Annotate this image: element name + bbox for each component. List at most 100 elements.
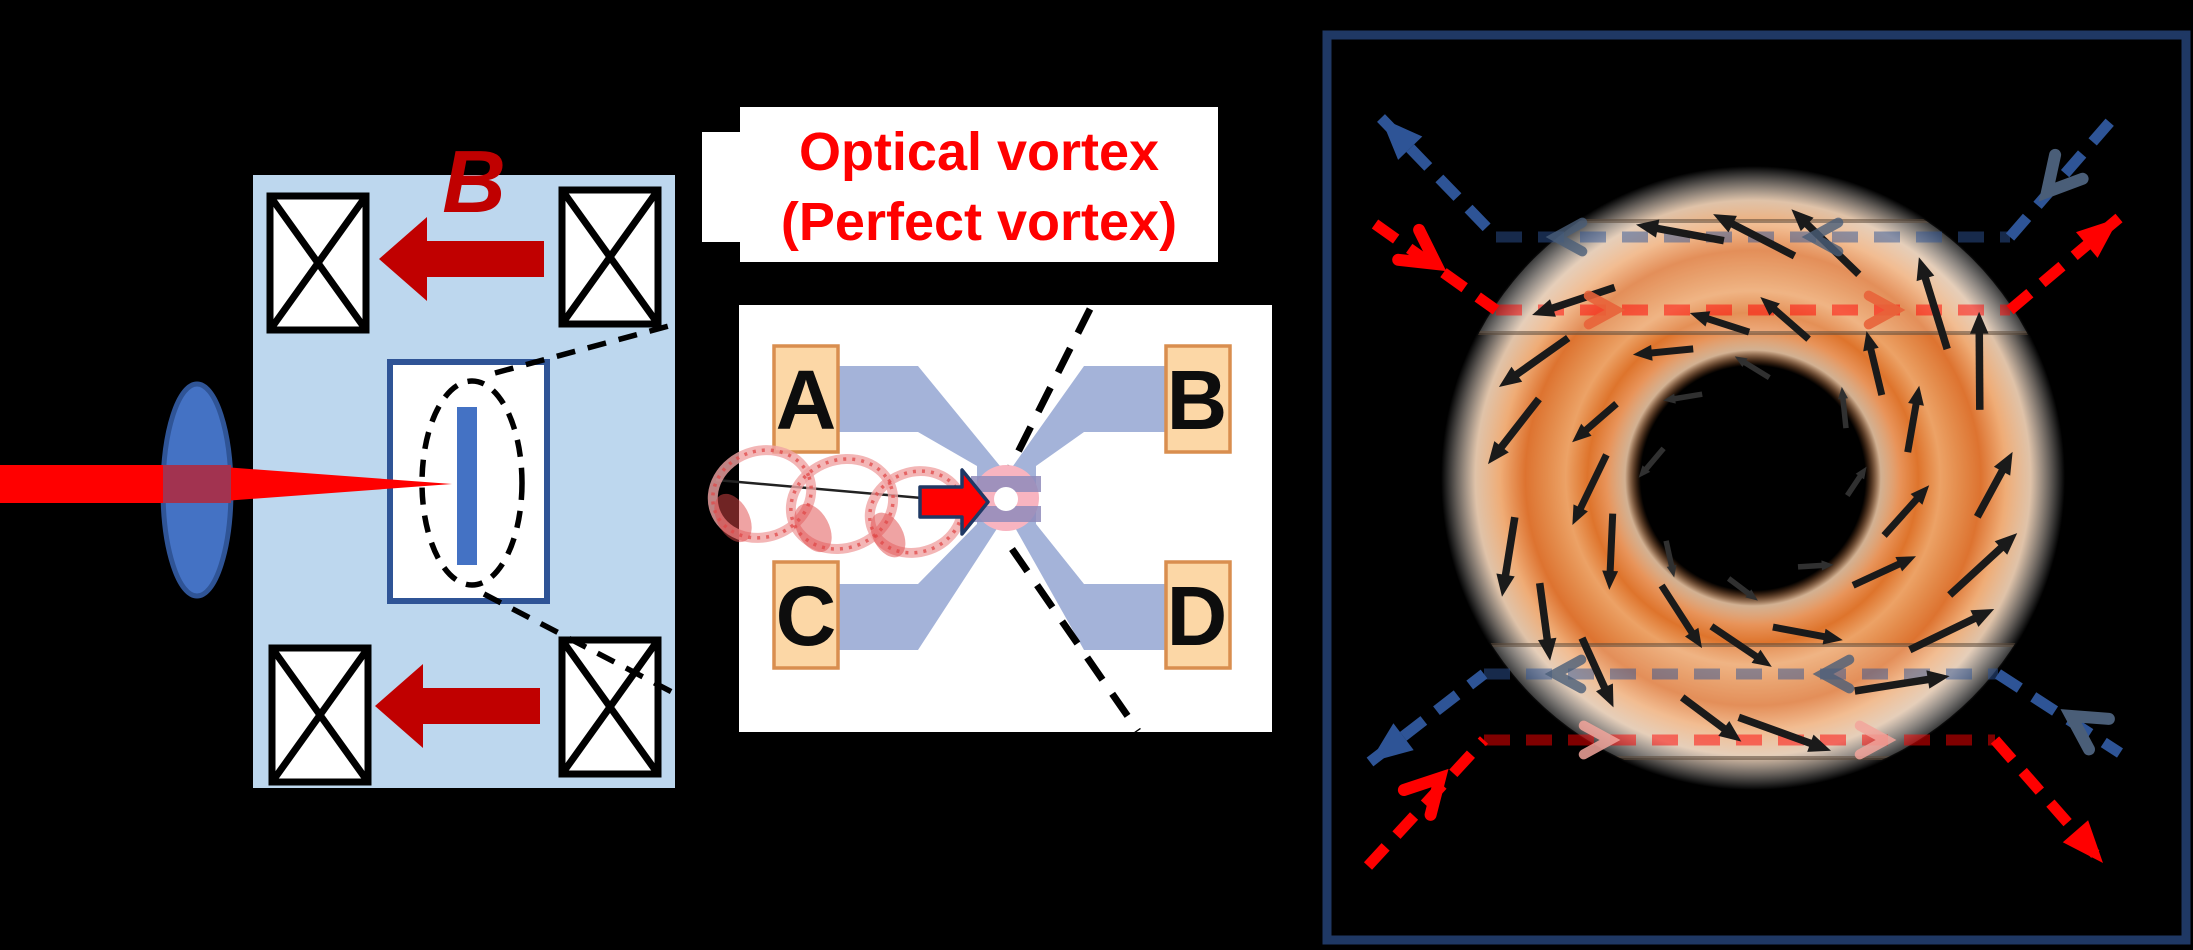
- flow-arrow-head: [1994, 533, 2018, 555]
- port-box-d: D: [1164, 560, 1232, 670]
- flow-arrow: [1647, 223, 1725, 245]
- waveguide-taper-c: [918, 524, 1000, 650]
- path-arrowhead-open: [1578, 720, 1621, 760]
- flow-arrow: [1492, 396, 1542, 457]
- flow-arrow: [1606, 513, 1617, 580]
- flow-arrow-head: [1993, 451, 2013, 476]
- flow-arrow-head: [1713, 214, 1737, 233]
- waveguide-taper-b: [1013, 366, 1084, 466]
- flow-arrow: [1839, 393, 1849, 429]
- flow-arrow-head: [1718, 721, 1742, 742]
- vortex-label-box: Optical vortex (Perfect vortex): [702, 107, 1218, 262]
- ring-waveguide-band-bottom: [971, 506, 1041, 522]
- flow-arrow-head: [1910, 485, 1930, 505]
- flow-arrow-head: [1760, 297, 1780, 316]
- flow-arrow-head: [1791, 209, 1814, 232]
- flow-arrow-head: [1638, 465, 1651, 478]
- flow-arrow: [1679, 694, 1734, 738]
- port-rect: [772, 344, 840, 454]
- b-field-label: B: [442, 132, 506, 231]
- flow-arrow-head: [1572, 423, 1592, 443]
- flow-arrow: [1765, 301, 1811, 342]
- port-label: D: [1167, 569, 1228, 663]
- path-arrowhead-open: [1812, 654, 1855, 694]
- flow-arrow: [1535, 582, 1553, 650]
- port-rect: [1164, 560, 1232, 670]
- port-label: A: [776, 353, 837, 447]
- ring-hole: [994, 487, 1018, 511]
- path-arrowhead-open: [1392, 223, 1447, 272]
- flow-arrow: [1947, 538, 2011, 598]
- path-arrowhead-open: [1397, 768, 1449, 821]
- flow-arrow: [1908, 610, 1985, 654]
- flow-arrow: [1854, 674, 1939, 695]
- flow-arrow: [1542, 283, 1616, 315]
- port-rect: [772, 560, 840, 670]
- flow-arrow-head: [1532, 299, 1556, 317]
- flow-arrow-head: [1538, 637, 1557, 661]
- flow-arrow-head: [1807, 734, 1831, 752]
- flow-arrow-head: [1970, 311, 1989, 334]
- flow-arrow-head: [1496, 573, 1515, 597]
- flow-arrow: [1722, 216, 1797, 260]
- flow-arrow-head: [1926, 670, 1950, 689]
- flow-arrow: [1500, 516, 1519, 586]
- path-arrowhead-open: [1545, 217, 1588, 257]
- flow-arrow-head: [1908, 385, 1924, 406]
- port-box-a: A: [772, 344, 840, 454]
- path-arrowhead-open: [1854, 720, 1897, 760]
- path-arrowhead-solid: [2076, 218, 2119, 258]
- callout-line-top: [494, 304, 740, 376]
- waveguide-bar-d: [1084, 584, 1166, 650]
- magnet-panel: B: [0, 132, 743, 788]
- vortex-label-line2: (Perfect vortex): [781, 192, 1177, 252]
- path-arrowhead-open: [1801, 217, 1844, 257]
- port-box-c: C: [772, 560, 840, 670]
- flow-arrow-head: [1895, 556, 1916, 572]
- flow-arrow: [1918, 267, 1951, 351]
- flow-arrow-head: [1751, 649, 1772, 667]
- symmetry-dashed-line-lower: [1009, 547, 1141, 733]
- input-beam-arrow: [918, 468, 990, 536]
- waveguide-bar-b: [1084, 366, 1166, 432]
- port-label: B: [1167, 353, 1228, 447]
- sample-slit: [457, 407, 477, 565]
- path-arrowheads: [1370, 118, 2119, 863]
- flow-arrow: [1709, 623, 1766, 665]
- waveguide-bar-a: [838, 366, 918, 432]
- flow-panel: [1322, 30, 2191, 945]
- waveguide-bar-c: [838, 584, 918, 650]
- callout-line-bottom: [482, 591, 743, 731]
- flow-arrow-head: [1970, 609, 1995, 627]
- flow-arrow: [1698, 312, 1751, 336]
- path-arrowhead-solid: [1381, 118, 1423, 160]
- flow-arrow-head: [1822, 628, 1843, 645]
- flow-arrow-head: [1498, 366, 1523, 387]
- flow-arrow-head: [1855, 466, 1867, 480]
- flow-arrow-head: [1636, 219, 1660, 238]
- flow-arrow: [1974, 460, 2011, 519]
- flow-arrow: [1506, 334, 1571, 384]
- flow-arrow-head: [1734, 356, 1748, 367]
- b-field-arrow-top: [379, 217, 544, 301]
- flow-arrow-head: [1632, 344, 1653, 361]
- flow-arrow-head: [1596, 683, 1614, 708]
- port-box-b: B: [1164, 344, 1232, 454]
- flow-arrow: [1669, 391, 1703, 403]
- coil-cross-icon-top-right: [558, 186, 662, 328]
- roi-dashed-ellipse: [419, 378, 525, 588]
- flow-arrow-head: [1863, 331, 1879, 352]
- flow-arrow: [1578, 636, 1612, 698]
- coupler-panel: A B C D: [707, 305, 1272, 733]
- spiral-axis: [715, 478, 957, 503]
- red-dashed-path-top: [1371, 213, 2123, 316]
- flow-arrow-head: [1488, 441, 1509, 465]
- flow-panel-border: [1322, 30, 2191, 945]
- flow-arrow: [1865, 340, 1886, 396]
- path-arrowhead-open: [1863, 290, 1906, 330]
- flow-arrow-head: [1663, 393, 1676, 404]
- b-field-arrow-bottom: [375, 664, 540, 748]
- port-rect: [1164, 344, 1232, 454]
- circulation-arrow-field: [1488, 209, 2018, 752]
